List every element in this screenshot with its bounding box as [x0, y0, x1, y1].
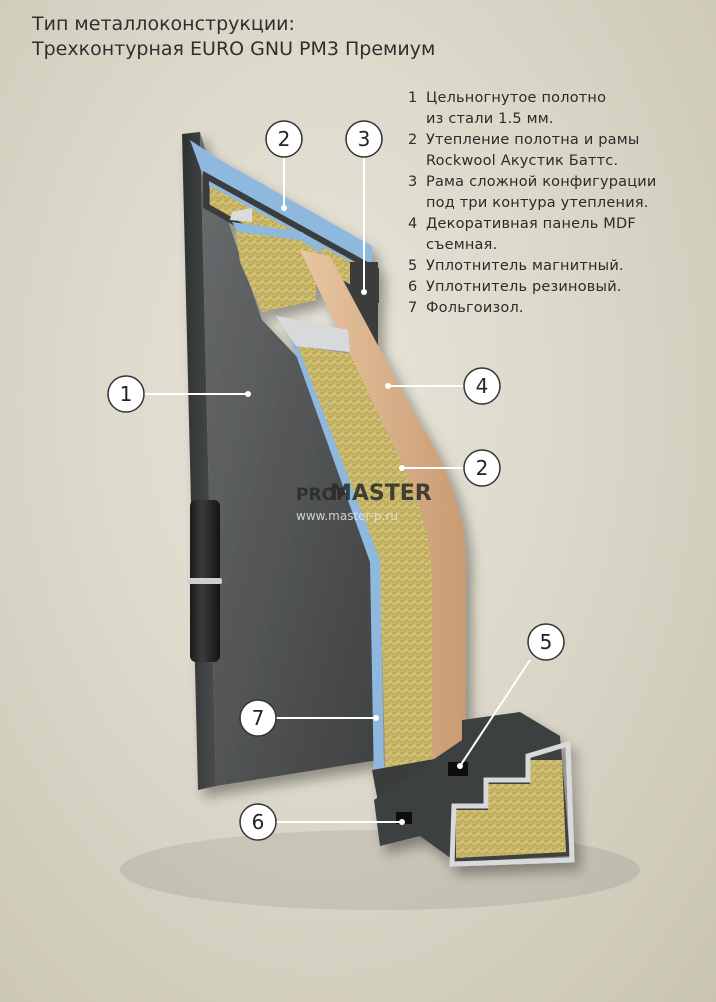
legend-text: Рама сложной конфигурации [426, 174, 657, 190]
magnetic-seal [448, 762, 468, 776]
legend-num: 3 [408, 174, 418, 190]
legend-text: Rockwool Акустик Баттс. [426, 153, 619, 169]
callout-3-top: 3 [345, 120, 383, 158]
legend-num: 5 [408, 258, 418, 274]
watermark-brand: MASTER [330, 481, 432, 506]
title-line-2: Трехконтурная EURO GNU PM3 Премиум [32, 38, 436, 60]
hinge [188, 500, 222, 662]
callout-label: 3 [358, 127, 371, 151]
title: Тип металлоконструкции: Трехконтурная EU… [32, 12, 435, 62]
legend-text: Фольгоизол. [426, 300, 524, 316]
insulation-frame [236, 230, 316, 312]
legend-text: съемная. [426, 237, 498, 253]
foil-leaf [290, 338, 384, 786]
legend-text: из стали 1.5 мм. [426, 111, 554, 127]
watermark-url: www.master-p.ru [296, 509, 398, 523]
legend-item-1: 1 Цельногнутое полотно из стали 1.5 мм. [408, 88, 708, 130]
legend-text: Декоративная панель MDF [426, 216, 636, 232]
mdf-panel [300, 250, 467, 770]
legend-text: Утепление полотна и рамы [426, 132, 640, 148]
insulation-leaf [296, 346, 433, 786]
legend-num: 4 [408, 216, 418, 232]
callout-label: 2 [476, 456, 489, 480]
threshold-outline [449, 740, 575, 867]
foil-frame [232, 222, 322, 254]
insulation-threshold [456, 760, 566, 858]
callout-label: 7 [252, 706, 265, 730]
legend-num: 2 [408, 132, 418, 148]
legend-num: 6 [408, 279, 418, 295]
steel-door-leaf [200, 132, 378, 786]
callout-5: 5 [527, 623, 565, 661]
callout-dots [245, 205, 463, 825]
leaf-profile [276, 316, 350, 352]
callout-6: 6 [239, 803, 277, 841]
legend-text: Уплотнитель резиновый. [426, 279, 622, 295]
callout-label: 2 [278, 127, 291, 151]
callout-2-top: 2 [265, 120, 303, 158]
callout-label: 1 [120, 382, 133, 406]
callout-2-mid: 2 [463, 449, 501, 487]
legend-num: 1 [408, 90, 418, 106]
callout-1: 1 [107, 375, 145, 413]
title-line-1: Тип металлоконструкции: [32, 13, 295, 35]
callout-7: 7 [239, 699, 277, 737]
legend-num: 7 [408, 300, 418, 316]
legend-item-7: 7 Фольгоизол. [408, 298, 708, 319]
callout-label: 5 [540, 630, 553, 654]
legend-item-5: 5 Уплотнитель магнитный. [408, 256, 708, 277]
watermark: PROF MASTER www.master-p.ru [296, 481, 432, 523]
callout-label: 4 [476, 374, 489, 398]
legend-item-4: 4 Декоративная панель MDF съемная. [408, 214, 708, 256]
legend-text: Цельногнутое полотно [426, 90, 607, 106]
legend: 1 Цельногнутое полотно из стали 1.5 мм. 2… [408, 88, 708, 319]
legend-item-3: 3 Рама сложной конфигурации под три конту… [408, 172, 708, 214]
watermark-prefix: PROF [296, 485, 348, 505]
frame-profile [230, 208, 252, 222]
legend-item-6: 6 Уплотнитель резиновый. [408, 277, 708, 298]
callout-4: 4 [463, 367, 501, 405]
callout-lines [144, 156, 531, 823]
callout-label: 6 [252, 810, 265, 834]
legend-text: под три контура утепления. [426, 195, 649, 211]
legend-text: Уплотнитель магнитный. [426, 258, 624, 274]
